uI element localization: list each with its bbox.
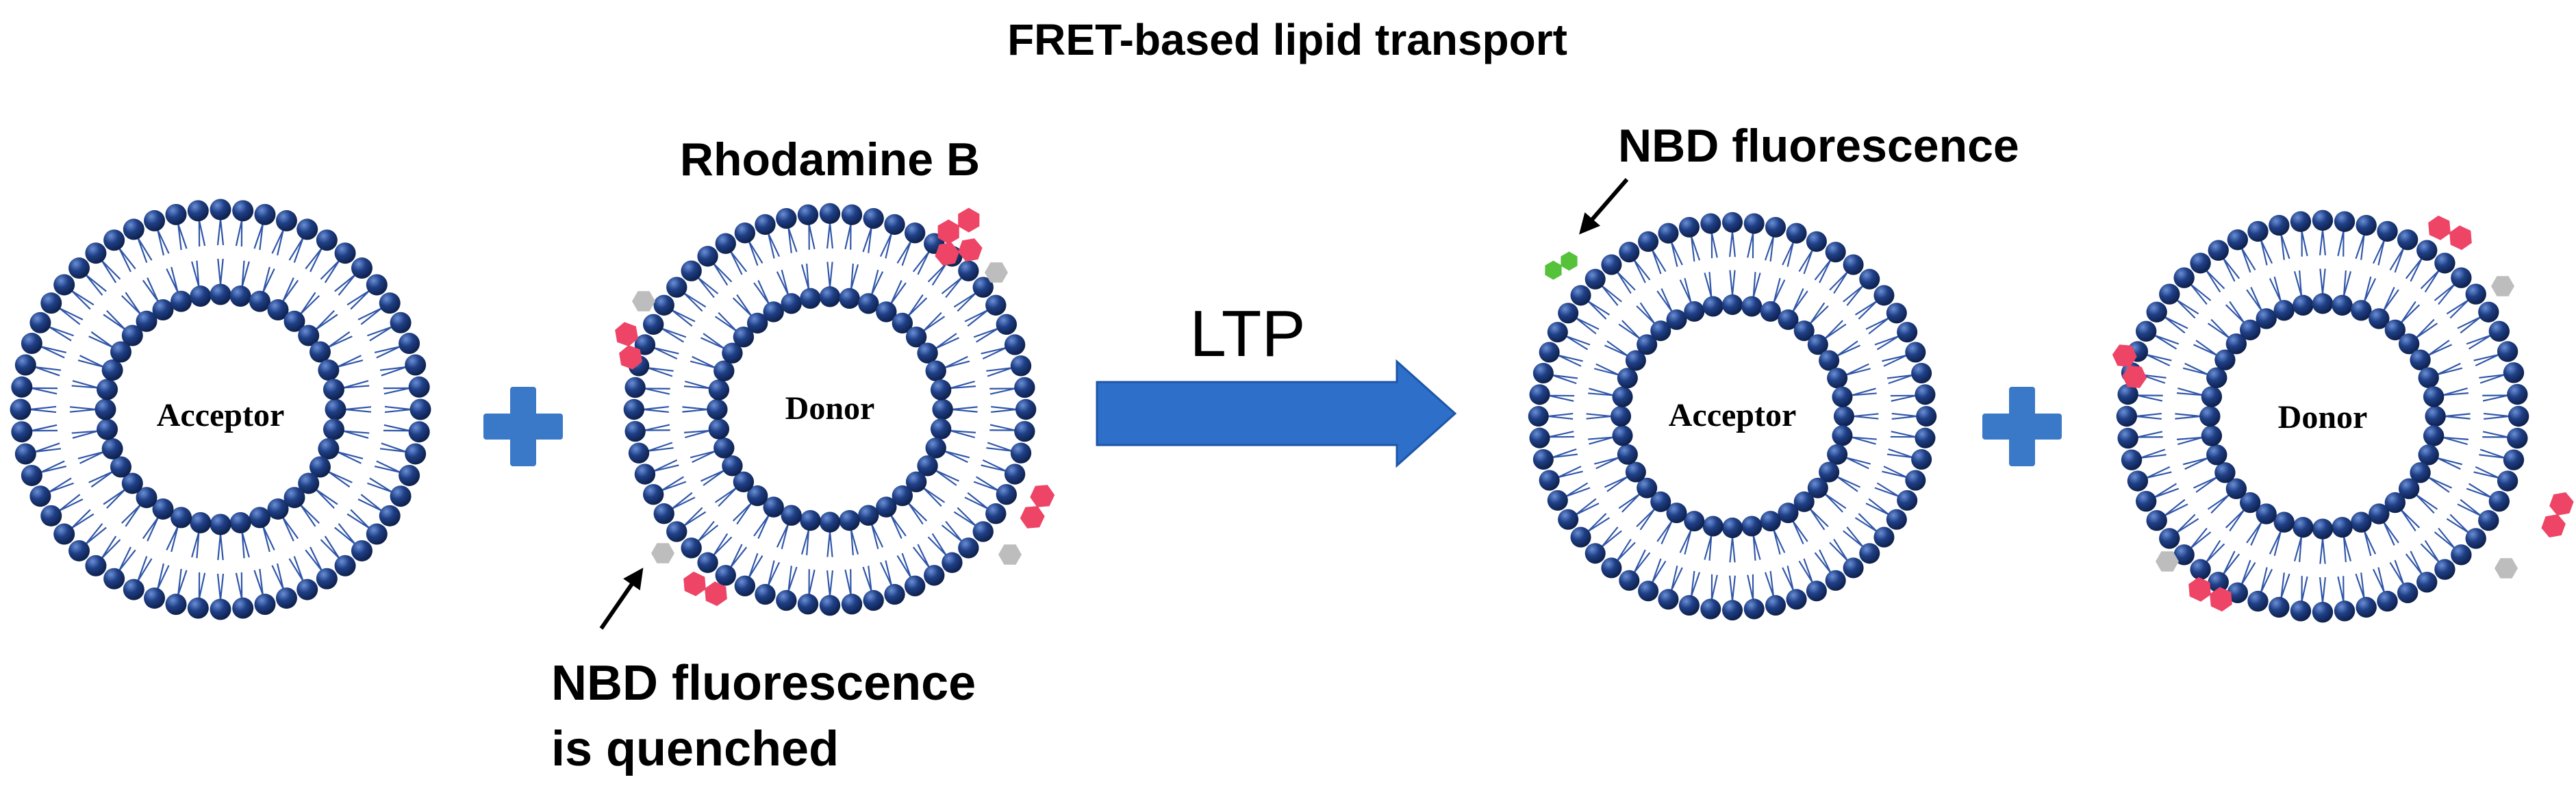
acceptor-label-after: Acceptor [1669, 397, 1797, 433]
rhodamine-b-label: Rhodamine B [680, 134, 980, 186]
nbd-quenched-label-line2: is quenched [551, 722, 839, 776]
rhodamine-marker [2188, 576, 2232, 612]
plus-icon [483, 387, 563, 466]
plus-icon [1982, 387, 2062, 466]
diagram-title: FRET-based lipid transport [1007, 15, 1567, 64]
rhodamine-marker [937, 207, 980, 244]
lipid-heads [10, 199, 431, 620]
lipid-tails [1548, 231, 1917, 601]
donor-label-before: Donor [785, 390, 875, 427]
rhodamine-marker [615, 322, 642, 370]
lipid-heads [1528, 212, 1937, 621]
lipid-heads [2116, 210, 2529, 623]
acceptor-vesicle-before [10, 199, 431, 620]
acceptor-label-before: Acceptor [157, 397, 285, 433]
acceptor-vesicle-after [1528, 212, 1937, 621]
nbd-marker [2156, 551, 2179, 572]
nbd-marker [651, 543, 674, 563]
ltp-label: LTP [1190, 297, 1306, 370]
nbd-marker [985, 262, 1008, 283]
donor-vesicle-before [615, 203, 1055, 616]
ltp-arrow [1096, 359, 1457, 468]
nbd-marker [2491, 276, 2514, 296]
rhodamine-marker [935, 238, 983, 266]
donor-label-after: Donor [2278, 399, 2368, 435]
lipid-tails [2136, 229, 2510, 603]
rhodamine-marker [1020, 485, 1055, 529]
lipid-heads [623, 203, 1037, 616]
nbd-marker [998, 544, 1022, 565]
rhodamine-marker [2541, 492, 2574, 537]
donor-vesicle-after [2112, 210, 2574, 623]
pointer-arrow [1579, 178, 1629, 235]
nbd-fluorescent-marker [1545, 251, 1578, 280]
rhodamine-marker [683, 571, 727, 607]
nbd-fluorescence-label: NBD fluorescence [1618, 120, 2019, 172]
lipid-tails [643, 223, 1017, 596]
rhodamine-marker [2112, 344, 2147, 388]
nbd-marker [632, 291, 655, 312]
lipid-tails [29, 218, 412, 600]
nbd-marker [2495, 558, 2518, 579]
nbd-quenched-label-line1: NBD fluorescence [551, 656, 976, 711]
rhodamine-marker [2428, 215, 2472, 251]
pointer-arrow [599, 568, 644, 630]
